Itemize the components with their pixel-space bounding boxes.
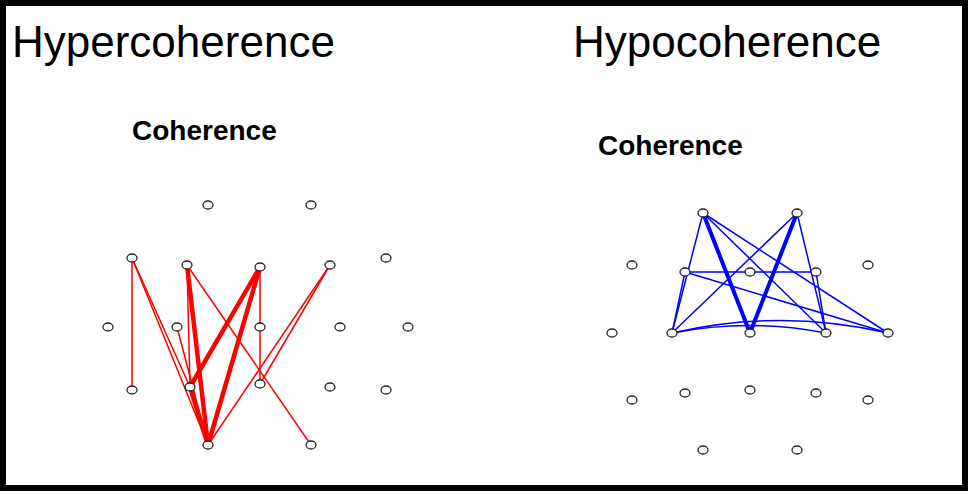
head-map: Coherence [565, 122, 945, 477]
electrode [745, 329, 755, 337]
electrode [103, 323, 113, 331]
weak-link [816, 272, 826, 333]
frame [3, 3, 965, 488]
ear [74, 294, 110, 366]
electrode [306, 201, 316, 209]
electrode [821, 329, 831, 337]
electrode [403, 323, 413, 331]
hyper-links [132, 258, 330, 445]
electrode [627, 261, 637, 269]
heading-slot: Coherence [598, 131, 743, 162]
nose [736, 171, 764, 193]
strong-link [703, 213, 750, 333]
electrode [172, 323, 182, 331]
electrode [745, 268, 755, 276]
electrode [811, 389, 821, 397]
electrode [127, 386, 137, 394]
label-slot: Hypocoherence [573, 18, 881, 66]
electrode [203, 201, 213, 209]
electrode [381, 386, 391, 394]
weak-link [177, 327, 208, 445]
heading-slot: Coherence [132, 116, 277, 147]
panel-heading: Coherence [598, 131, 743, 162]
head-outline [70, 108, 470, 488]
weak-link [703, 213, 888, 333]
ear [582, 296, 642, 368]
electrode [680, 389, 690, 397]
electrode [607, 329, 617, 337]
electrode [325, 383, 335, 391]
electrode [698, 446, 708, 454]
electrode [127, 254, 137, 262]
ear [906, 298, 938, 366]
weak-link [672, 272, 685, 333]
weak-link [672, 321, 888, 334]
electrode [325, 261, 335, 269]
scalp [103, 180, 437, 478]
label-slot: Hypercoherence [12, 18, 335, 66]
hypo-links [672, 213, 888, 333]
weak-link [208, 265, 330, 445]
electrode [335, 323, 345, 331]
electrode [185, 383, 195, 391]
head-outline [565, 122, 945, 477]
weak-link [187, 265, 311, 445]
head-map: Coherence [70, 108, 470, 488]
strong-link [750, 213, 797, 333]
panel-title: Hypercoherence [12, 18, 335, 66]
electrode [792, 446, 802, 454]
ear [430, 294, 466, 366]
weak-link [797, 213, 826, 333]
weak-link [260, 265, 330, 384]
electrode [792, 209, 802, 217]
panel-heading: Coherence [132, 116, 277, 147]
electrodes [103, 201, 893, 454]
electrode [667, 329, 677, 337]
electrode [863, 396, 873, 404]
electrode [680, 268, 690, 276]
electrode [255, 380, 265, 388]
electrode [381, 254, 391, 262]
electrode [811, 268, 821, 276]
nose [244, 164, 272, 184]
weak-link [132, 258, 190, 387]
electrode [627, 396, 637, 404]
weak-link [703, 213, 826, 333]
weak-link [672, 213, 703, 333]
electrode [883, 329, 893, 337]
electrode [255, 263, 265, 271]
electrode [255, 323, 265, 331]
electrode [182, 261, 192, 269]
electrode [203, 441, 213, 449]
electrode [306, 441, 316, 449]
weak-link [685, 272, 888, 333]
panel-title: Hypocoherence [573, 18, 881, 66]
electrode [745, 386, 755, 394]
strong-link [208, 267, 260, 445]
electrode [863, 261, 873, 269]
weak-link [131, 258, 133, 390]
weak-link [132, 258, 208, 445]
electrode [698, 209, 708, 217]
scalp [632, 190, 910, 466]
